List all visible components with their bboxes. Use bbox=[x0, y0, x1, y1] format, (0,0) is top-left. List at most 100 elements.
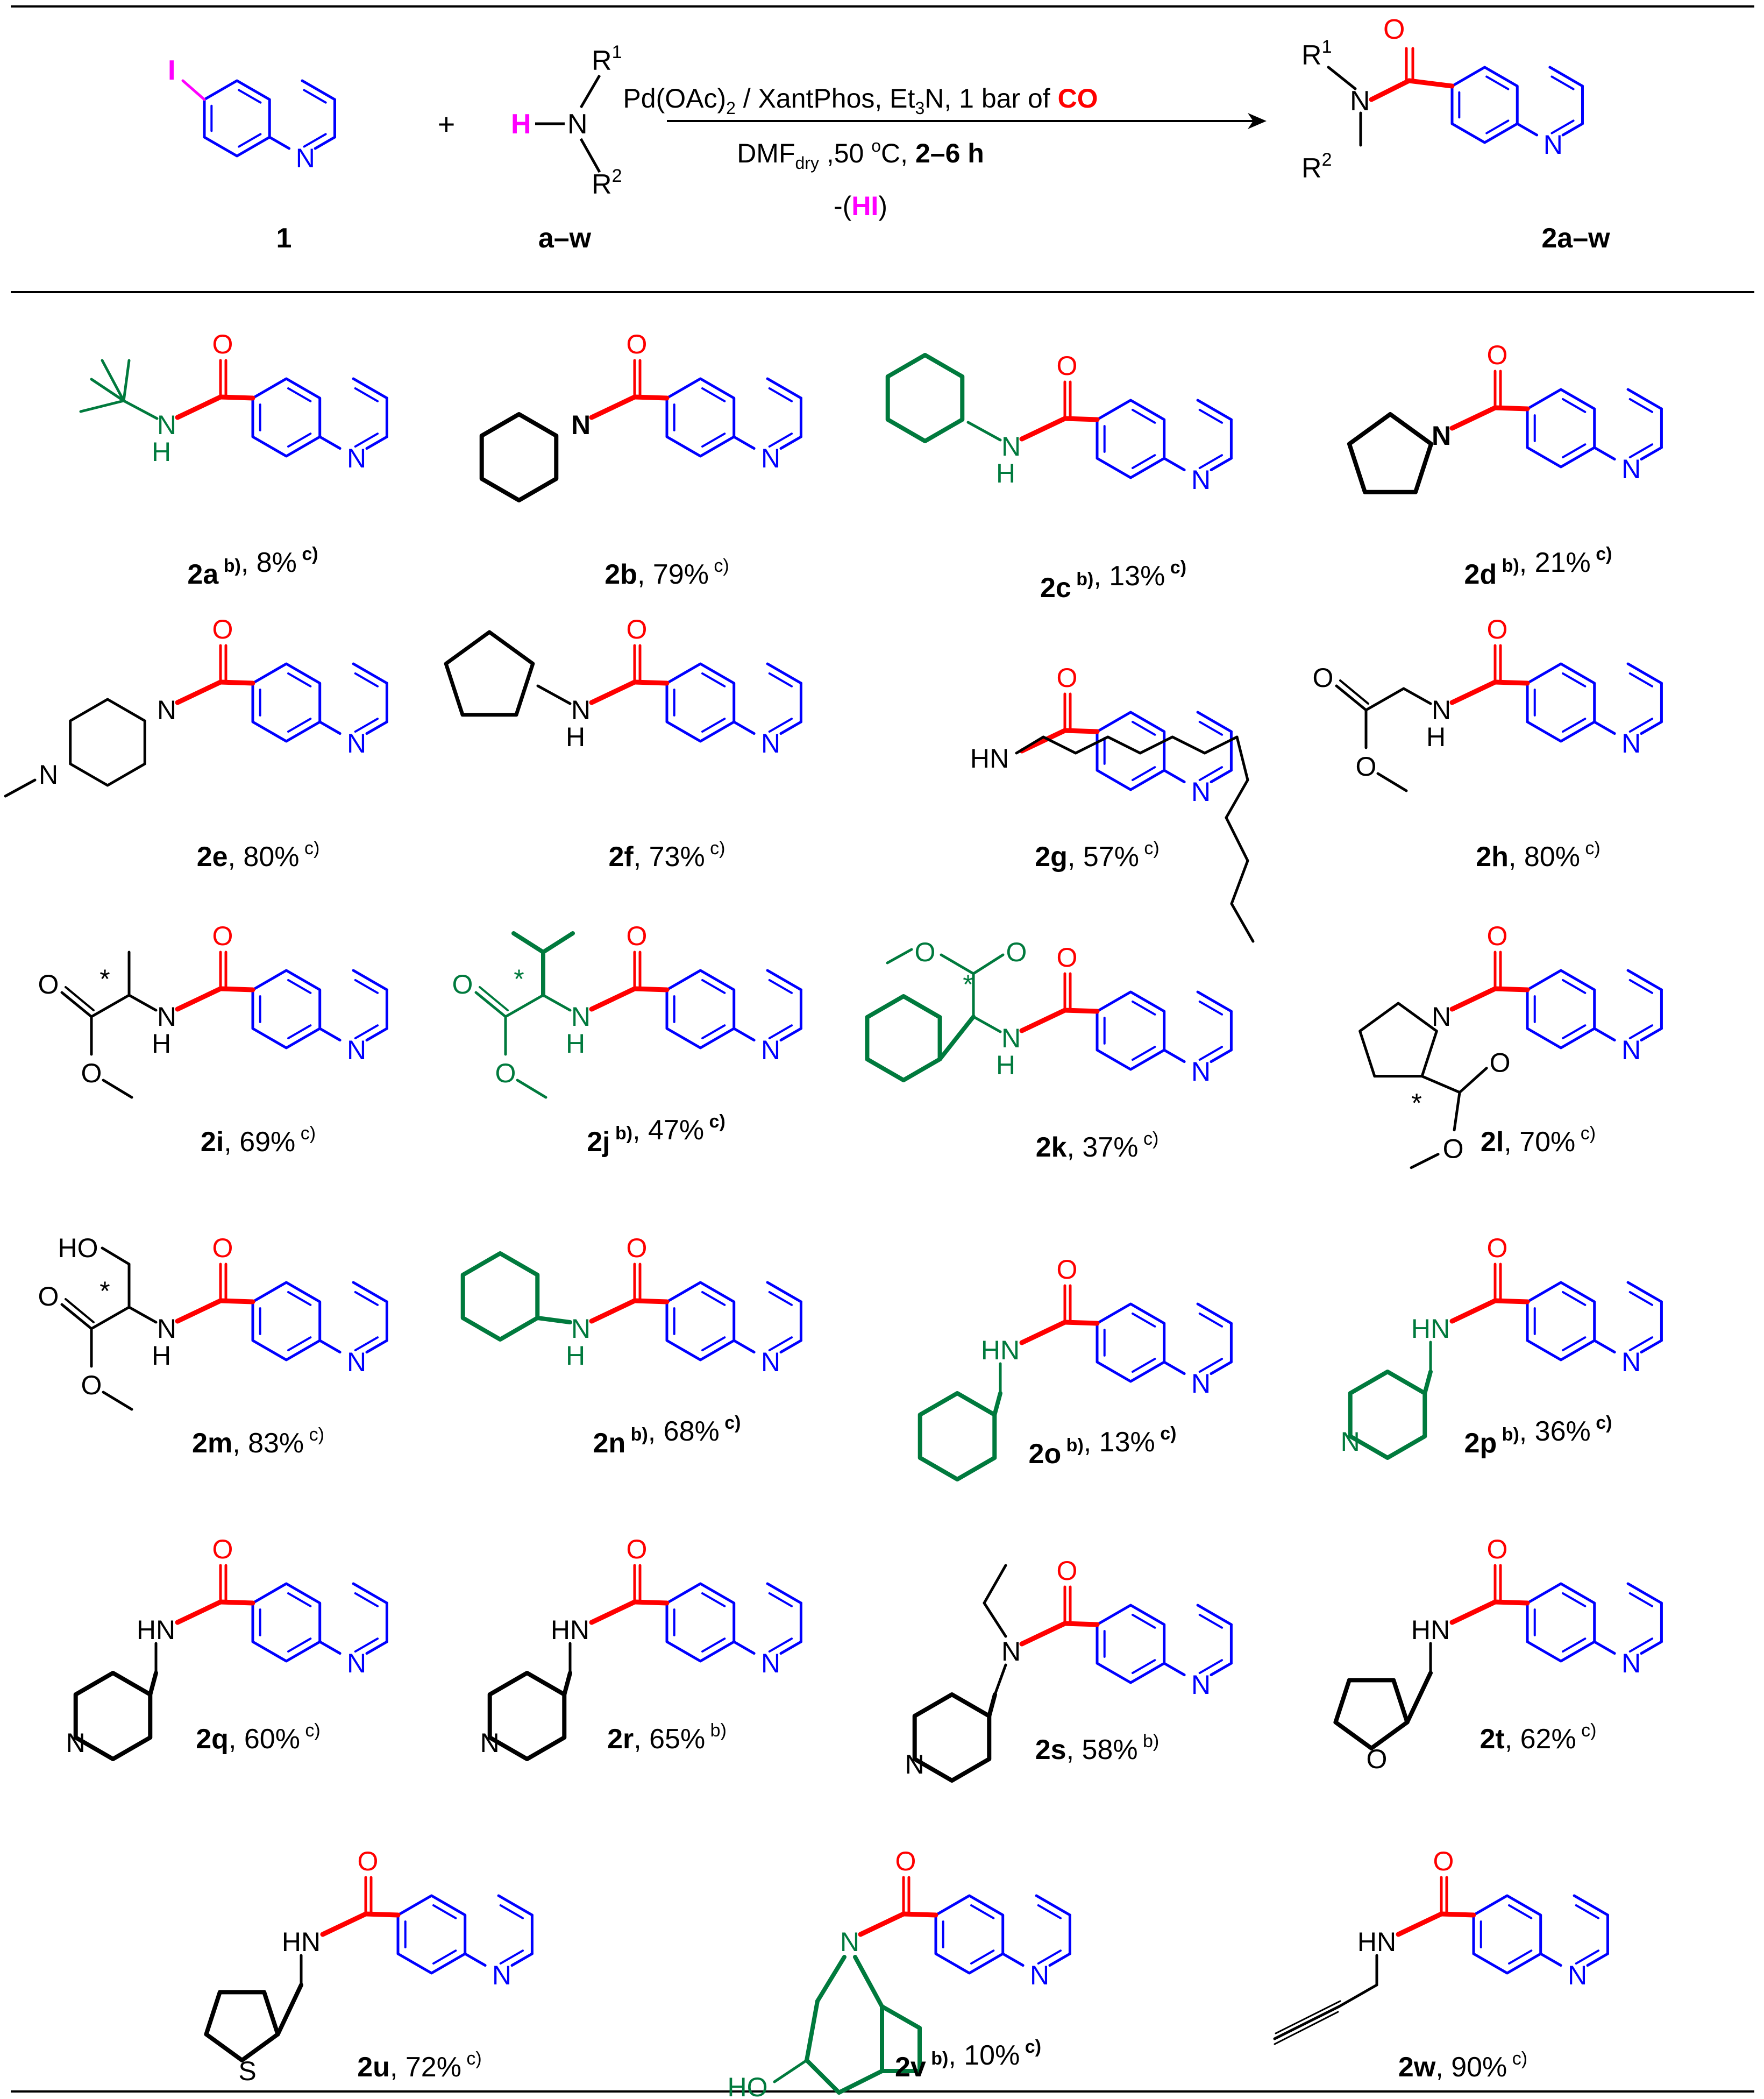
double-bond bbox=[238, 133, 262, 148]
quinoline-bond bbox=[318, 1027, 342, 1042]
ester-oxygen: O bbox=[915, 937, 936, 967]
phenyl-ring bbox=[460, 1251, 540, 1342]
footnote-b: b) bbox=[218, 556, 241, 576]
yield: , 62% bbox=[1505, 1724, 1576, 1755]
methoxy-bond bbox=[102, 1079, 133, 1099]
ch2-ring-bond bbox=[1422, 1370, 1433, 1395]
carbonyl-oxygen: O bbox=[1057, 1254, 1078, 1285]
double-bond bbox=[1550, 119, 1575, 134]
alkyl-chain-bond bbox=[1203, 735, 1239, 755]
double-bond bbox=[287, 978, 312, 994]
quinoline-bond bbox=[1539, 1952, 1562, 1967]
c-i-bond bbox=[181, 79, 206, 101]
yield: , 13% bbox=[1093, 561, 1165, 592]
pyridine-nitrogen: N bbox=[905, 1749, 924, 1779]
yield: , 80% bbox=[228, 841, 300, 873]
quinoline-bond bbox=[365, 720, 388, 735]
double-bond bbox=[1562, 978, 1587, 994]
ester-oxygen: O bbox=[452, 969, 473, 999]
bicyclic-bond bbox=[815, 1955, 847, 2003]
amide-hydrogen: H bbox=[996, 1050, 1015, 1080]
double-bond bbox=[1485, 119, 1510, 134]
quinoline-nitrogen: N bbox=[347, 1648, 366, 1678]
amide-c-n-bond bbox=[589, 394, 637, 420]
amide-c-aryl-bond bbox=[363, 1911, 401, 1918]
quinoline-bond bbox=[1640, 1339, 1663, 1354]
quinoline-bond bbox=[352, 662, 388, 685]
compound-label: 2l, 70% c) bbox=[1481, 1123, 1596, 1158]
double-bond bbox=[1562, 1336, 1587, 1352]
quinoline-bond bbox=[766, 662, 802, 685]
quinoline-nitrogen: N bbox=[296, 143, 315, 173]
compound-label: 2e, 80% c) bbox=[197, 838, 320, 873]
amide-group: O bbox=[1449, 1233, 1530, 1324]
double-bond bbox=[1037, 1904, 1062, 1919]
amide-group: O bbox=[589, 1534, 670, 1625]
quinoline-nitrogen: N bbox=[347, 1035, 366, 1065]
methyl-bond bbox=[101, 359, 125, 402]
quinoline-benzo-ring bbox=[251, 377, 322, 458]
quinoline-bond bbox=[1593, 720, 1616, 735]
quinoline-benzo-ring bbox=[203, 79, 271, 158]
ester-bond bbox=[1453, 1091, 1461, 1132]
amide-c-n-bond bbox=[1449, 1599, 1498, 1625]
compound-label: 2q, 60% c) bbox=[196, 1720, 320, 1755]
double-bond bbox=[287, 1024, 312, 1040]
compound-id: 2l bbox=[1481, 1126, 1504, 1158]
n-calpha-bond bbox=[127, 994, 158, 1012]
quinoline-nitrogen: N bbox=[1621, 728, 1641, 758]
amide-c-n-bond bbox=[320, 1911, 368, 1937]
quinoline-core: N bbox=[1526, 662, 1663, 758]
thiophene-ring bbox=[204, 1990, 280, 2062]
phenyl-ring bbox=[917, 1391, 997, 1481]
quinoline-benzo-ring bbox=[1526, 662, 1596, 743]
quinoline-nitrogen: N bbox=[1621, 1347, 1641, 1377]
quinoline-bond bbox=[766, 377, 802, 400]
double-bond bbox=[1132, 720, 1156, 736]
amide-c-aryl-bond bbox=[1062, 1320, 1100, 1326]
amide-nitrogen: N bbox=[840, 1927, 859, 1957]
double-bond bbox=[354, 387, 379, 402]
double-bond bbox=[1132, 408, 1156, 424]
quinoline-bond bbox=[365, 435, 388, 450]
quinoline-bond bbox=[1210, 1360, 1233, 1375]
quinoline-bond bbox=[766, 969, 802, 991]
compound-label: 2u, 72% c) bbox=[357, 2048, 481, 2083]
yield: , 68% bbox=[648, 1416, 720, 1447]
compound-id: 2m bbox=[192, 1428, 232, 1459]
compound-label: 2s, 58% b) bbox=[1035, 1731, 1160, 1765]
amide-nitrogen: N bbox=[1432, 421, 1451, 451]
amide-c-aryl-bond bbox=[218, 394, 255, 401]
quinoline-benzo-ring bbox=[396, 1894, 467, 1975]
compound-id: 2o bbox=[1029, 1438, 1062, 1470]
double-bond bbox=[287, 1637, 312, 1653]
amide-c-aryl-bond bbox=[1062, 1008, 1100, 1014]
footnote-b: b) bbox=[1138, 1731, 1160, 1751]
hydroxyl-group: HO bbox=[58, 1233, 98, 1263]
double-bond bbox=[1550, 75, 1575, 90]
methoxy-bond bbox=[886, 948, 913, 965]
double-bond bbox=[1562, 1637, 1587, 1653]
pyridine-nitrogen: N bbox=[66, 1728, 86, 1758]
quinoline-bond bbox=[497, 1894, 534, 1917]
amide-nitrogen: N bbox=[157, 695, 176, 725]
amide-nitrogen: HN bbox=[137, 1615, 175, 1645]
ch2-ring-bond bbox=[275, 1983, 303, 2037]
carbonyl-oxygen: O bbox=[895, 1846, 916, 1876]
yield: , 36% bbox=[1519, 1416, 1591, 1447]
quinoline-nitrogen: N bbox=[1030, 1960, 1049, 1990]
footnote-b: b) bbox=[1071, 569, 1094, 590]
quinoline-bond bbox=[1561, 122, 1584, 137]
double-bond bbox=[701, 978, 726, 994]
amide-c-n-bond bbox=[589, 1599, 637, 1625]
amine-n-r1-bond bbox=[579, 74, 601, 109]
quinoline-nitrogen: N bbox=[761, 728, 780, 758]
amide-nitrogen: N bbox=[1432, 1002, 1451, 1032]
double-bond bbox=[701, 1290, 726, 1306]
amide-nitrogen: HN bbox=[1411, 1615, 1450, 1645]
quinoline-bond bbox=[510, 1952, 534, 1967]
